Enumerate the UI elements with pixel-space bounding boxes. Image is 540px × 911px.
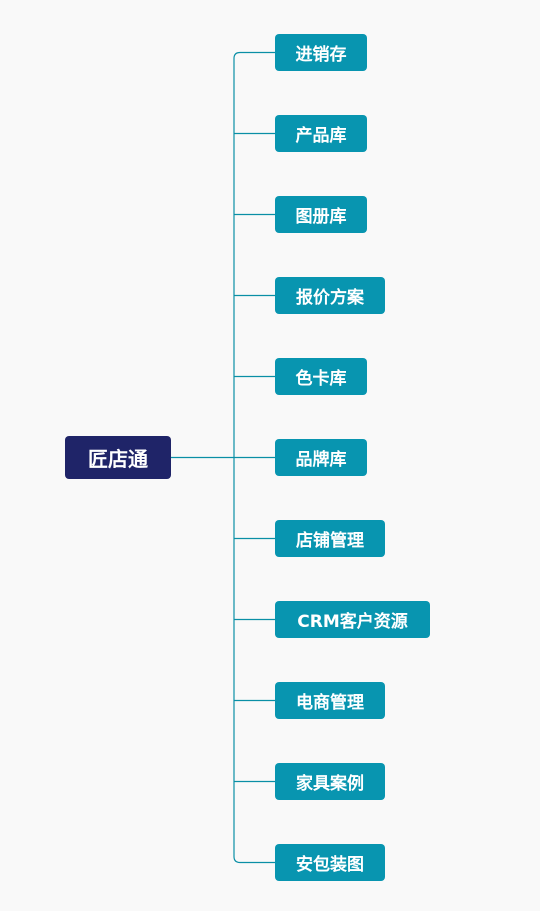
child-node-color-card[interactable]: 色卡库: [275, 358, 367, 395]
child-node-album-library[interactable]: 图册库: [275, 196, 367, 233]
child-node-label: 图册库: [295, 207, 347, 227]
child-node-brand-library[interactable]: 品牌库: [275, 439, 367, 476]
root-node[interactable]: 匠店通: [65, 436, 171, 479]
child-node-label: 产品库: [295, 126, 347, 146]
child-node-product-library[interactable]: 产品库: [275, 115, 367, 152]
root-node-label: 匠店通: [88, 447, 148, 471]
child-node-ecommerce[interactable]: 电商管理: [275, 682, 385, 719]
child-node-inventory[interactable]: 进销存: [275, 34, 367, 71]
child-node-label: 家具案例: [296, 774, 364, 794]
child-node-install-diagram[interactable]: 安包装图: [275, 844, 385, 881]
child-node-label: 品牌库: [295, 450, 347, 470]
child-node-label: 色卡库: [295, 369, 347, 389]
child-node-label: 进销存: [295, 45, 347, 65]
child-node-label: 安包装图: [296, 855, 364, 875]
child-node-quotation[interactable]: 报价方案: [275, 277, 385, 314]
child-node-label: 店铺管理: [296, 531, 364, 551]
child-node-furniture-cases[interactable]: 家具案例: [275, 763, 385, 800]
child-node-label: 电商管理: [296, 693, 364, 713]
child-node-label: 报价方案: [296, 288, 364, 308]
child-node-label: CRM客户资源: [297, 612, 408, 632]
child-node-crm[interactable]: CRM客户资源: [275, 601, 430, 638]
child-node-store-management[interactable]: 店铺管理: [275, 520, 385, 557]
